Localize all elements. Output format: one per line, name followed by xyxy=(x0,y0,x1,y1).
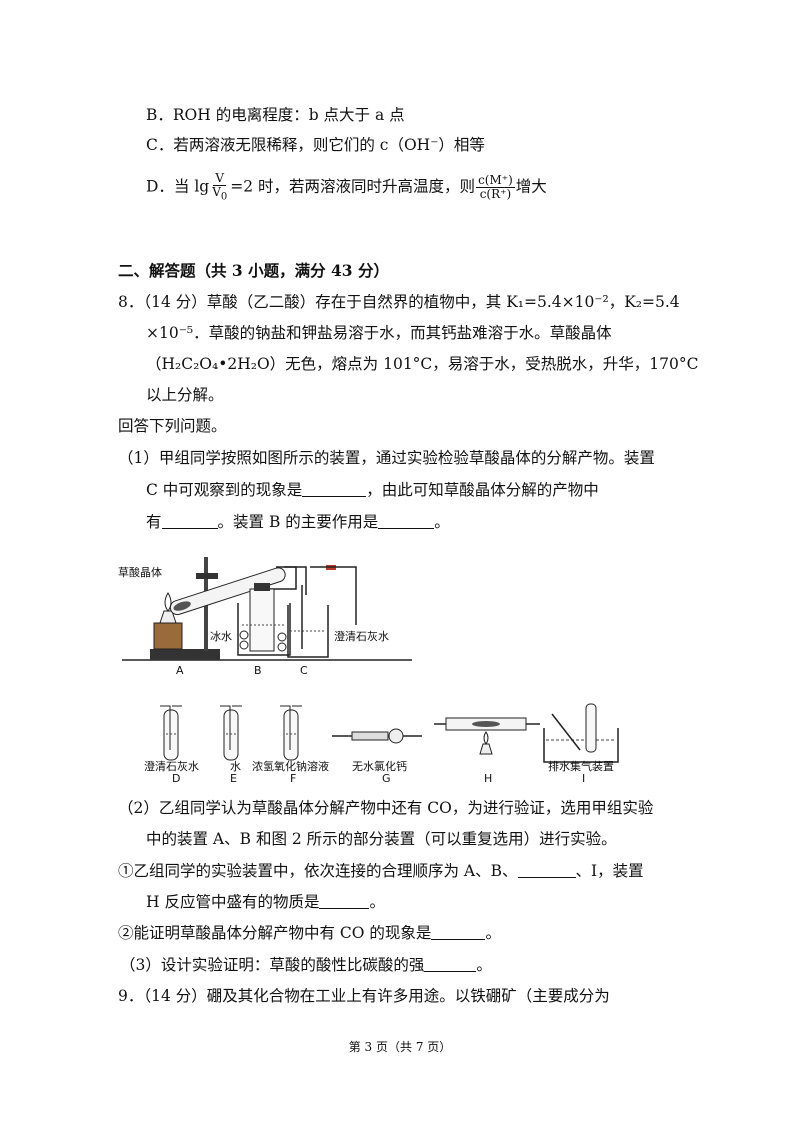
label-f: F xyxy=(290,772,297,785)
part1-line2-text-a: C 中可观察到的现象是 xyxy=(146,481,303,499)
label-ice-water: 冰水 xyxy=(210,630,232,643)
label-d-reagent: 澄清石灰水 xyxy=(144,760,199,773)
part2-q2-text-b: 。 xyxy=(485,924,501,942)
label-c: C xyxy=(300,664,308,677)
answer-blank-b-function[interactable] xyxy=(378,512,435,529)
part2-q1-line1: ①乙组同学的实验装置中，依次连接的合理顺序为 A、B、 、I，装置 xyxy=(118,860,644,882)
option-c: C．若两溶液无限稀释，则它们的 c（OH⁻）相等 xyxy=(146,136,485,154)
fraction-denominator-subscript: 0 xyxy=(220,191,228,203)
part1-line3-text-b: 。装置 B 的主要作用是 xyxy=(217,513,379,531)
fraction-denominator-base: V xyxy=(212,185,221,199)
q9-line1: 9．（14 分）硼及其化合物在工业上有许多用途。以铁硼矿（主要成分为 xyxy=(118,987,610,1005)
part2-q1-text-b: 、I，装置 xyxy=(575,862,644,880)
part3-text-b: 。 xyxy=(476,956,492,974)
label-b: B xyxy=(254,664,262,677)
fraction2-numerator: c(M⁺) xyxy=(476,173,515,189)
part2-q1-line2: H 反应管中盛有的物质是 。 xyxy=(146,891,385,913)
part2-q1-text-d: 。 xyxy=(369,893,385,911)
q8-line3: （H₂C₂O₄•2H₂O）无色，熔点为 101°C，易溶于水，受热脱水，升华，1… xyxy=(146,355,699,373)
fraction-denominator: V0 xyxy=(210,186,229,203)
apparatus-figure-1 xyxy=(122,557,412,661)
label-g-reagent: 无水氯化钙 xyxy=(352,760,407,773)
answer-blank-c-phenomenon[interactable] xyxy=(302,480,367,497)
label-g: G xyxy=(382,772,391,785)
part1-line3-text-c: 。 xyxy=(434,513,450,531)
fraction-cm-cr: c(M⁺)c(R⁺) xyxy=(476,174,515,201)
part3-text-a: （3）设计实验证明：草酸的酸性比碳酸的强 xyxy=(120,956,425,974)
label-i: I xyxy=(582,772,586,785)
label-d: D xyxy=(172,772,181,785)
part2-q1-text-a: ①乙组同学的实验装置中，依次连接的合理顺序为 A、B、 xyxy=(118,862,518,880)
apparatus-figure-2 xyxy=(160,703,619,763)
part2-q2-text-a: ②能证明草酸晶体分解产物中有 CO 的现象是 xyxy=(118,924,432,942)
part1-line3-text-a: 有 xyxy=(146,513,162,531)
label-a: A xyxy=(176,664,184,677)
part1-line2: C 中可观察到的现象是 ，由此可知草酸晶体分解的产物中 xyxy=(146,479,599,501)
option-d-prefix: D．当 lg xyxy=(146,177,210,196)
label-crystal: 草酸晶体 xyxy=(118,566,162,579)
answer-blank-acidity[interactable] xyxy=(424,955,477,972)
label-h: H xyxy=(484,772,493,785)
part1-line1: （1）甲组同学按照如图所示的装置，通过实验检验草酸晶体的分解产物。装置 xyxy=(118,449,655,467)
fraction-numerator: V xyxy=(213,171,227,186)
q8-line1: 8．（14 分）草酸（乙二酸）存在于自然界的植物中，其 K₁=5.4×10⁻²，… xyxy=(118,293,680,311)
answer-blank-co-phenomenon[interactable] xyxy=(431,923,486,940)
q8-line4: 以上分解。 xyxy=(146,386,224,404)
answer-blank-order[interactable] xyxy=(517,861,576,878)
part3: （3）设计实验证明：草酸的酸性比碳酸的强 。 xyxy=(120,954,492,976)
option-d-suffix: 增大 xyxy=(515,177,547,196)
answer-prompt: 回答下列问题。 xyxy=(118,417,227,435)
option-d-middle: =2 时，若两溶液同时升高温度，则 xyxy=(230,177,476,196)
section-title: 二、解答题（共 3 小题，满分 43 分） xyxy=(118,261,389,280)
label-lime-water: 澄清石灰水 xyxy=(334,630,389,643)
part1-line3: 有 。装置 B 的主要作用是 。 xyxy=(146,511,450,533)
answer-blank-products[interactable] xyxy=(161,512,218,529)
page-footer: 第 3 页（共 7 页） xyxy=(348,1040,452,1054)
label-e: E xyxy=(230,772,237,785)
part1-line2-text-b: ，由此可知草酸晶体分解的产物中 xyxy=(366,481,599,499)
part2-q1-text-c: H 反应管中盛有的物质是 xyxy=(146,893,320,911)
label-e-reagent: 水 xyxy=(230,760,241,773)
label-i-reagent: 排水集气装置 xyxy=(548,760,614,773)
part2-line2: 中的装置 A、B 和图 2 所示的部分装置（可以重复选用）进行实验。 xyxy=(146,830,617,848)
q8-line2: ×10⁻⁵．草酸的钠盐和钾盐易溶于水，而其钙盐难溶于水。草酸晶体 xyxy=(146,324,612,342)
fraction2-denominator: c(R⁺) xyxy=(479,187,512,202)
answer-blank-h-substance[interactable] xyxy=(319,892,370,909)
part2-q2: ②能证明草酸晶体分解产物中有 CO 的现象是 。 xyxy=(118,922,501,944)
label-f-reagent: 浓氢氧化钠溶液 xyxy=(252,760,329,773)
part2-line1: （2）乙组同学认为草酸晶体分解产物中还有 CO，为进行验证，选用甲组实验 xyxy=(118,799,654,817)
option-b: B．ROH 的电离程度：b 点大于 a 点 xyxy=(146,106,405,124)
